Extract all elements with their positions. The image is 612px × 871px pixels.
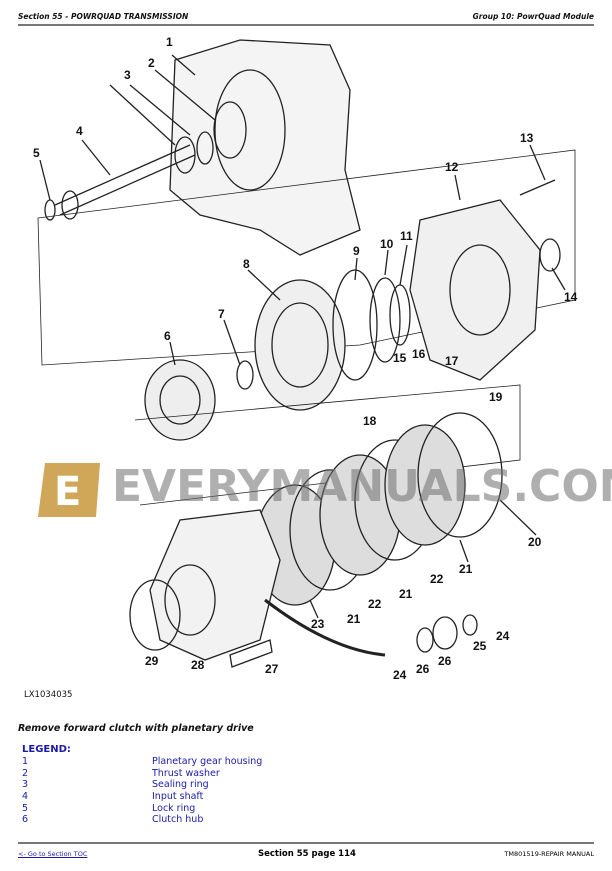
legend-num: 4 — [22, 791, 29, 803]
callout: 7 — [218, 307, 225, 321]
callout: 2 — [148, 56, 155, 70]
callout: 21 — [399, 587, 413, 601]
legend-num: 6 — [22, 814, 29, 826]
watermark-logo: E — [38, 463, 100, 517]
callout: 26 — [416, 662, 430, 676]
callout: 15 — [393, 351, 407, 365]
callout: 27 — [265, 662, 279, 676]
legend-num: 3 — [22, 779, 29, 791]
callout: 10 — [380, 237, 394, 251]
legend-num: 1 — [22, 756, 29, 767]
legend-label: Clutch hub — [152, 814, 204, 826]
page-footer: <- Go to Section TOC Section 55 page 114… — [18, 842, 594, 859]
callout: 5 — [33, 146, 40, 160]
group-title: Group 10: PowrQuad Module — [472, 12, 594, 21]
callout: 24 — [393, 668, 407, 682]
legend-label: Sealing ring — [152, 779, 209, 791]
legend-item: 5 Lock ring — [22, 803, 262, 815]
legend-item: 6 Clutch hub — [22, 814, 262, 826]
legend-label: Lock ring — [152, 802, 196, 814]
legend-num: 2 — [22, 767, 29, 779]
callout: 22 — [368, 597, 382, 611]
callout: 28 — [191, 658, 205, 672]
callout: 16 — [412, 347, 426, 361]
legend-item: 4 Input shaft — [22, 791, 262, 803]
manual-id: TM801519-REPAIR MANUAL — [504, 850, 594, 858]
callout: 12 — [445, 160, 459, 174]
callout: 17 — [445, 354, 459, 368]
callout: 11 — [400, 229, 413, 243]
callout: 1 — [166, 35, 173, 49]
legend-label: Thrust washer — [152, 767, 220, 779]
callout: 14 — [564, 290, 578, 304]
callout: 25 — [473, 639, 487, 653]
legend-label: Planetary gear housing — [152, 756, 263, 767]
callout: 19 — [489, 390, 503, 404]
figure-caption: Remove forward clutch with planetary dri… — [18, 723, 254, 734]
page-header: Section 55 - POWRQUAD TRANSMISSION Group… — [18, 10, 594, 26]
legend: LEGEND: 1 Planetary gear housing 2 Thrust … — [22, 744, 262, 826]
callout: 18 — [363, 414, 377, 428]
legend-item: 3 Sealing ring — [22, 779, 262, 791]
legend-label: Input shaft — [152, 791, 204, 803]
callout: 22 — [430, 572, 444, 586]
svg-text:E: E — [54, 469, 81, 515]
callout: 9 — [353, 244, 360, 258]
figure-id: LX1034035 — [24, 690, 73, 700]
section-title: Section 55 - POWRQUAD TRANSMISSION — [18, 12, 189, 21]
section-toc-link[interactable]: <- Go to Section TOC — [18, 850, 88, 858]
legend-item: 1 Planetary gear housing — [22, 756, 262, 768]
callout: 21 — [347, 612, 361, 626]
legend-item: 2 Thrust washer — [22, 768, 262, 780]
legend-title: LEGEND: — [22, 744, 71, 755]
callout: 26 — [438, 654, 452, 668]
callout: 21 — [459, 562, 473, 576]
callout: 3 — [124, 68, 131, 82]
legend-num: 5 — [22, 802, 29, 814]
callout: 8 — [243, 257, 250, 271]
callout: 20 — [528, 535, 542, 549]
page-number: Section 55 page 114 — [258, 849, 356, 859]
callout: 29 — [145, 654, 159, 668]
callout: 23 — [311, 617, 325, 631]
exploded-diagram: 1 2 3 4 5 6 7 8 9 10 11 12 13 14 15 16 1… — [33, 35, 578, 682]
watermark-text: EVERYMANUALS.COM — [112, 461, 612, 512]
callout-labels: 1 2 3 4 5 6 7 8 9 10 11 12 13 14 15 16 1… — [33, 35, 578, 682]
callout: 4 — [76, 124, 83, 138]
callout: 13 — [520, 131, 534, 145]
callout: 24 — [496, 629, 510, 643]
callout: 6 — [164, 329, 171, 343]
